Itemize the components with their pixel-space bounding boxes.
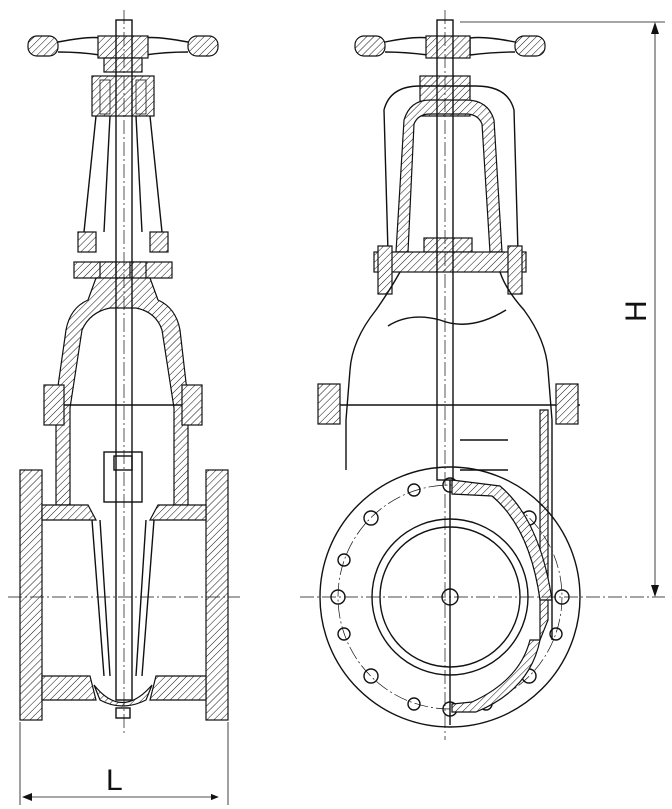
left-flange xyxy=(19,469,43,721)
right-flange xyxy=(205,469,229,721)
front-section-view: L xyxy=(8,10,240,805)
height-label: H xyxy=(620,300,653,322)
side-view: H xyxy=(300,10,665,740)
side-bonnet-flange xyxy=(373,251,527,273)
handwheel xyxy=(27,35,219,73)
flange-disc xyxy=(319,466,581,728)
valve-body xyxy=(55,277,189,506)
length-label: L xyxy=(106,764,123,797)
bonnet-flange xyxy=(73,261,173,279)
yoke xyxy=(83,115,163,233)
wedge xyxy=(91,519,155,677)
yoke-nut xyxy=(91,75,155,117)
